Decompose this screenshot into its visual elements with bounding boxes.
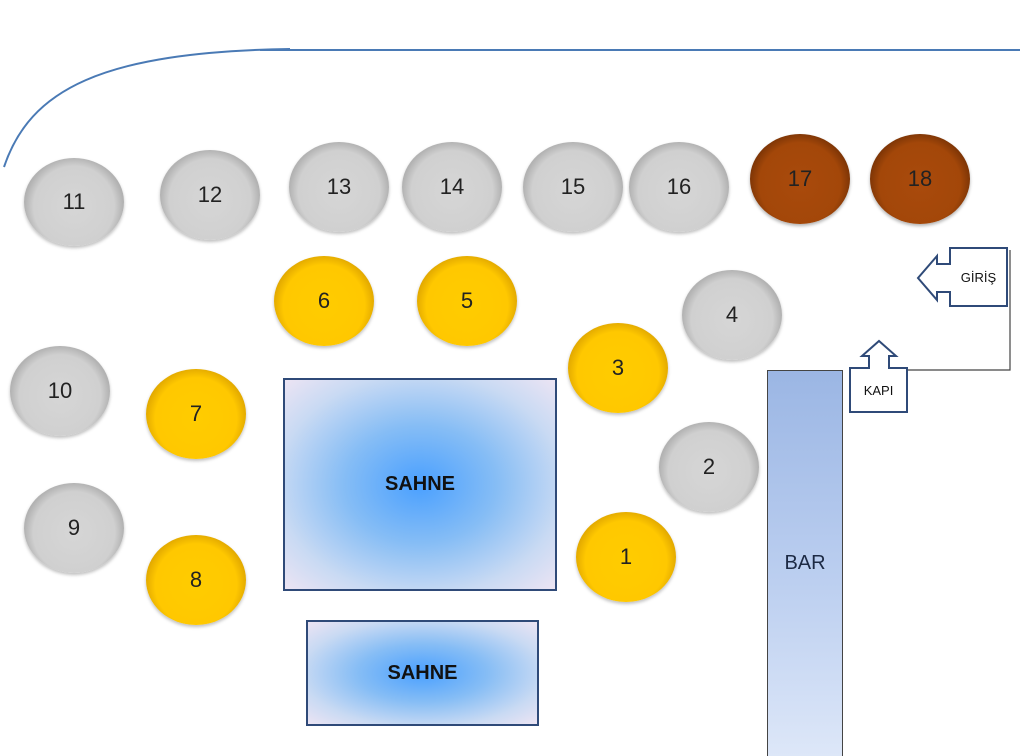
door-arrow-icon	[849, 339, 908, 413]
table-number: 4	[725, 302, 739, 327]
entrance-label: GİRİŞ	[960, 269, 997, 285]
table-number: 14	[439, 174, 465, 199]
main-stage-label: SAHNE	[384, 473, 455, 495]
table-18[interactable]: 18	[870, 134, 970, 224]
entrance-wall	[907, 250, 1011, 371]
entrance-arrow-icon	[916, 247, 1008, 307]
table-12[interactable]: 12	[160, 150, 260, 240]
table-number: 12	[197, 182, 223, 207]
table-5[interactable]: 5	[417, 256, 517, 346]
table-1[interactable]: 1	[576, 512, 676, 602]
table-number: 10	[47, 378, 73, 403]
table-6[interactable]: 6	[274, 256, 374, 346]
main-stage: SAHNE	[283, 378, 557, 591]
table-number: 13	[326, 174, 352, 199]
table-10[interactable]: 10	[10, 346, 110, 436]
table-number: 8	[189, 567, 203, 592]
table-number: 18	[907, 166, 933, 191]
table-number: 17	[787, 166, 813, 191]
small-stage-label: SAHNE	[387, 661, 458, 684]
small-stage: SAHNE	[306, 620, 539, 726]
table-number: 7	[189, 401, 203, 426]
table-number: 2	[702, 454, 716, 479]
table-15[interactable]: 15	[523, 142, 623, 232]
bar-counter: BAR	[767, 370, 843, 756]
table-number: 15	[560, 174, 586, 199]
table-4[interactable]: 4	[682, 270, 782, 360]
table-3[interactable]: 3	[568, 323, 668, 413]
table-number: 9	[67, 515, 81, 540]
top-wall-curve	[3, 48, 291, 168]
bar-label: BAR	[784, 552, 826, 574]
table-number: 6	[317, 288, 331, 313]
table-number: 11	[62, 189, 86, 214]
table-16[interactable]: 16	[629, 142, 729, 232]
table-number: 3	[611, 355, 625, 380]
table-2[interactable]: 2	[659, 422, 759, 512]
table-13[interactable]: 13	[289, 142, 389, 232]
table-11[interactable]: 11	[24, 158, 124, 246]
table-number: 1	[619, 544, 633, 569]
door-label: KAPI	[863, 382, 894, 398]
table-9[interactable]: 9	[24, 483, 124, 573]
table-number: 16	[666, 174, 692, 199]
table-14[interactable]: 14	[402, 142, 502, 232]
table-7[interactable]: 7	[146, 369, 246, 459]
table-number: 5	[460, 288, 474, 313]
table-17[interactable]: 17	[750, 134, 850, 224]
table-8[interactable]: 8	[146, 535, 246, 625]
